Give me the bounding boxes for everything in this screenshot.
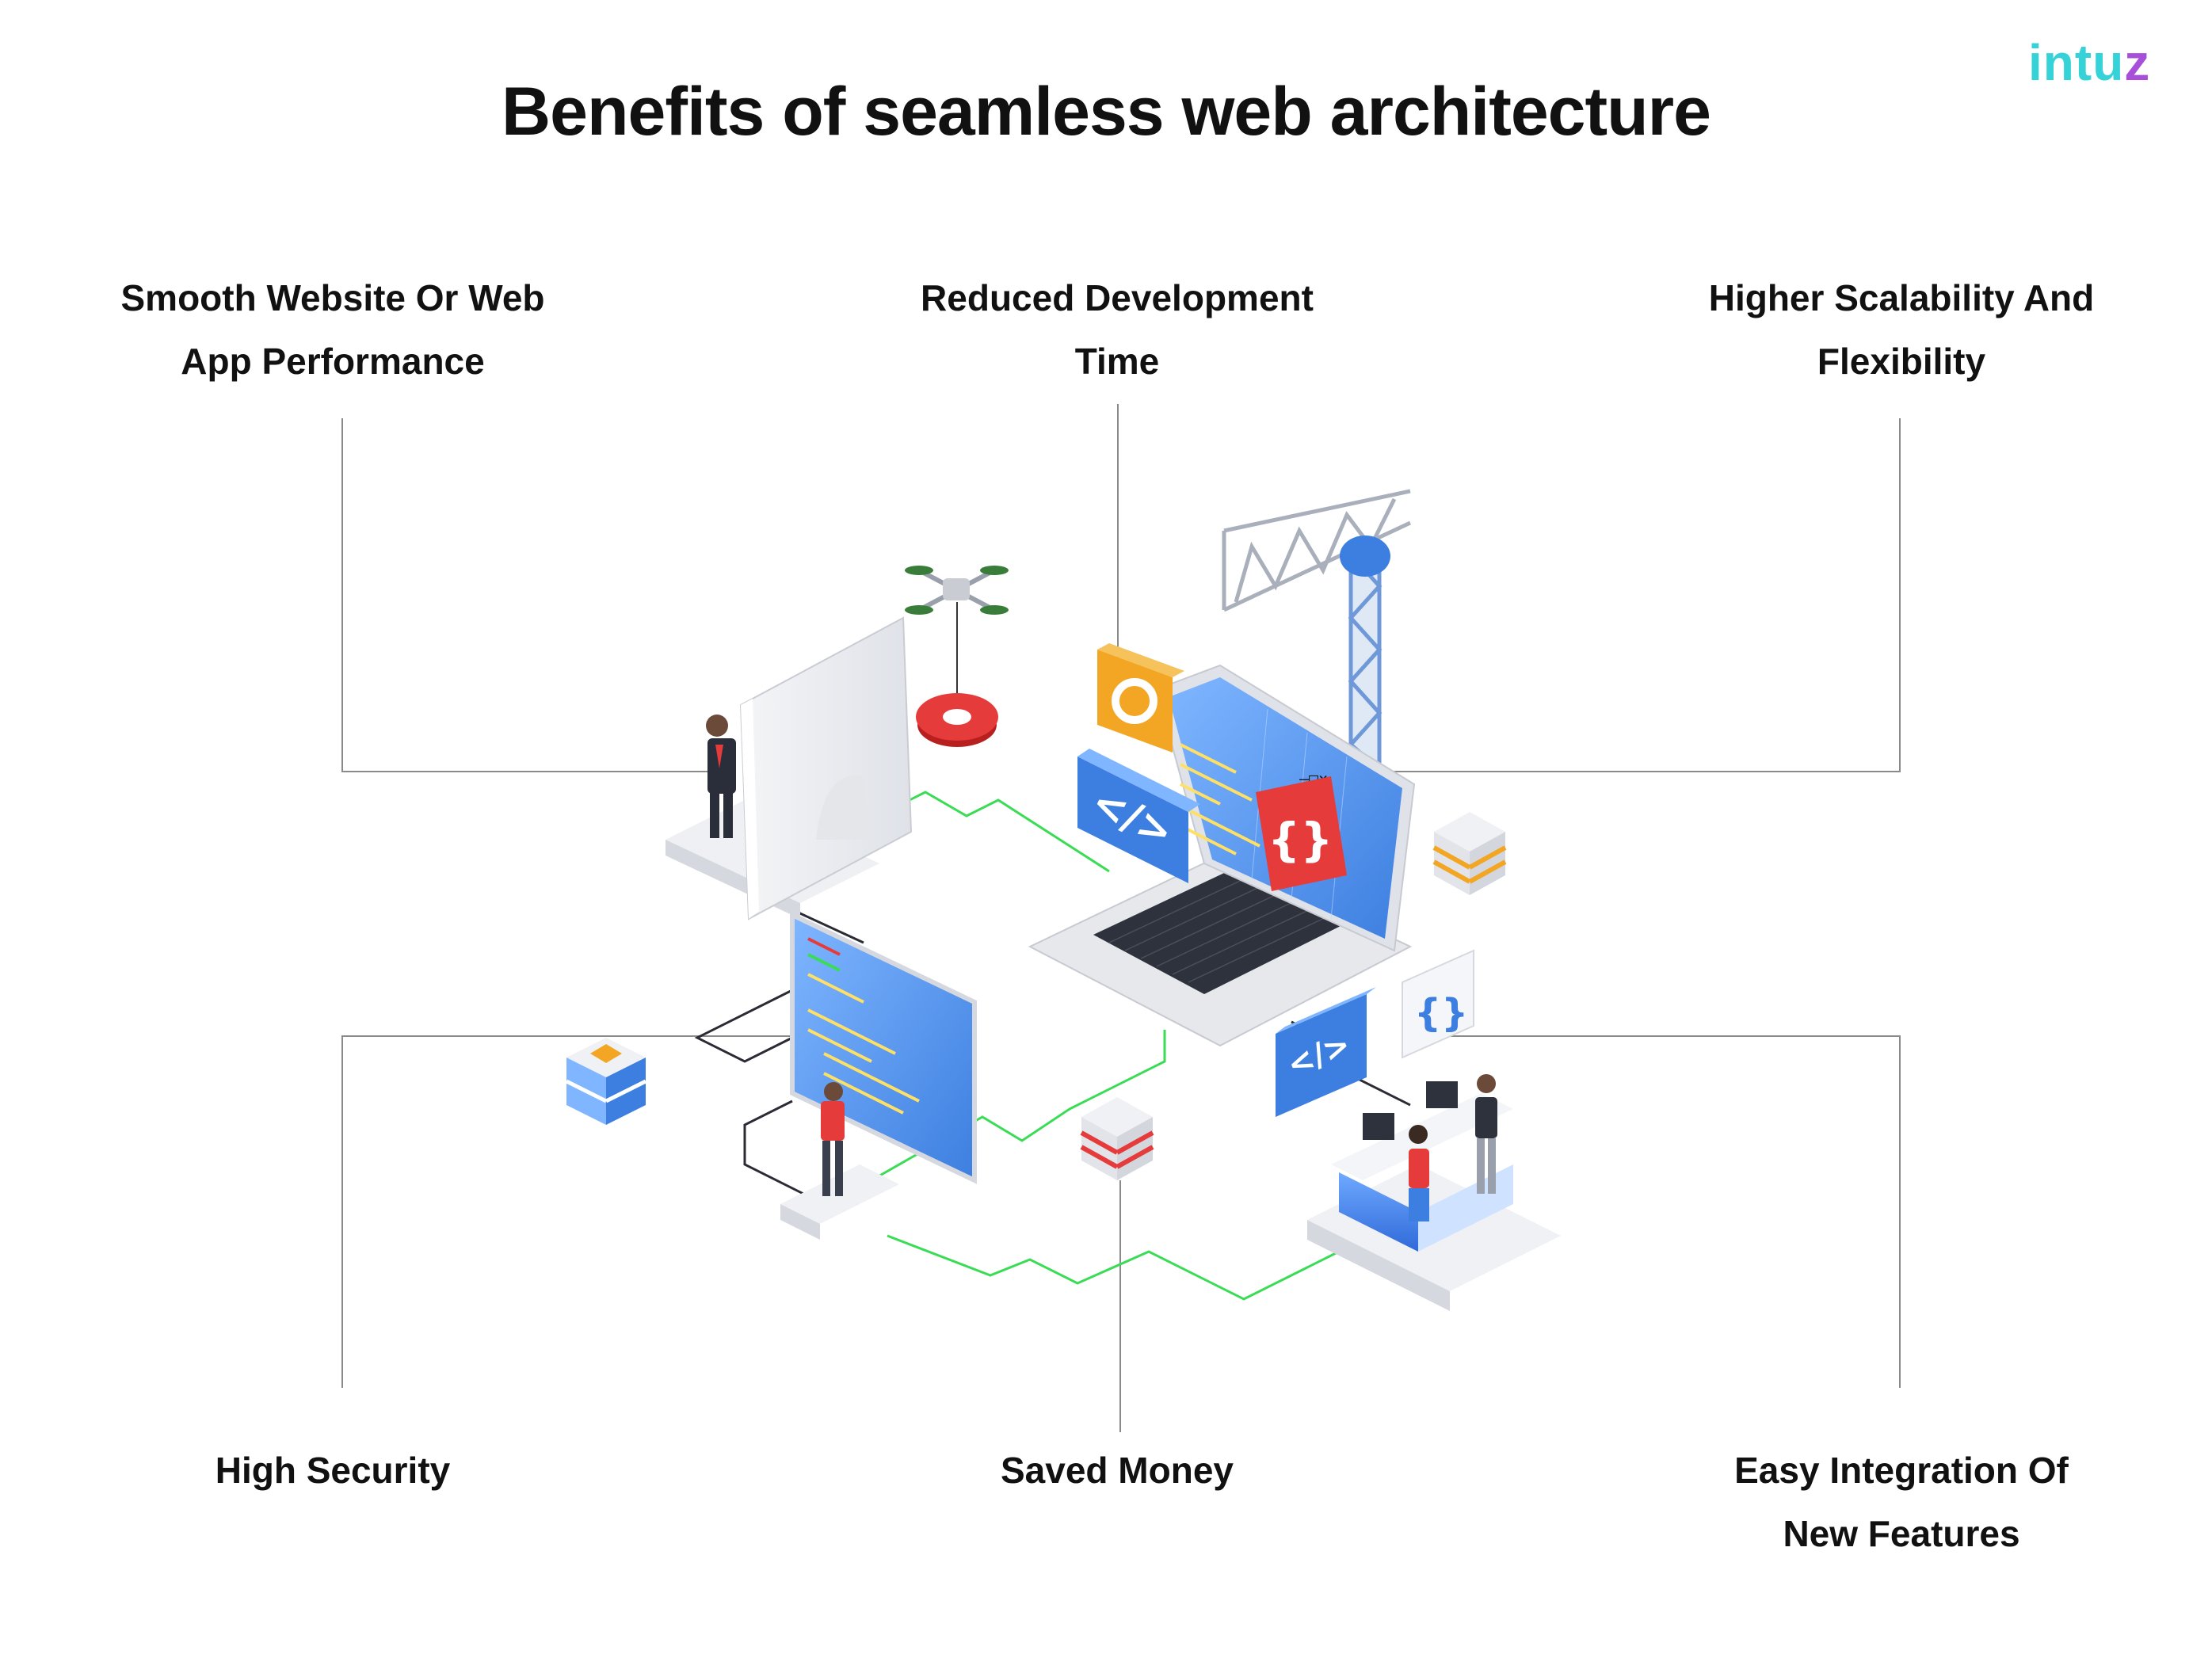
- benefit-label-integration: Easy Integration Of New Features: [1734, 1450, 2069, 1554]
- page-title: Benefits of seamless web architecture: [502, 74, 1711, 150]
- database-stack-yellow: [1432, 812, 1507, 895]
- developer-figure: [821, 1101, 845, 1141]
- benefit-label-security: High Security: [215, 1450, 451, 1491]
- businessman: [707, 738, 736, 794]
- connector-integration: [1442, 1035, 1901, 1388]
- braces-glyph-red: {}: [1268, 813, 1333, 867]
- code-tag-card-desk: </>: [1276, 987, 1376, 1117]
- benefit-label-dev-time: Reduced Development Time: [921, 277, 1314, 382]
- drone-icon: [905, 566, 1009, 697]
- code-monitor-station: [780, 911, 977, 1240]
- desk-monitor: [1363, 1113, 1394, 1140]
- crane-icon: [1222, 489, 1412, 779]
- connector-security: [341, 1035, 792, 1388]
- server-monitor-station: [666, 616, 913, 920]
- benefit-label-performance: Smooth Website Or Web App Performance: [120, 277, 545, 382]
- brand-logo-accent: z: [2124, 34, 2151, 91]
- database-stack-red: [1080, 1097, 1154, 1180]
- brand-logo: intuz: [2028, 33, 2195, 91]
- team-desk-station: [1307, 1074, 1561, 1311]
- team-member: [1409, 1149, 1429, 1188]
- benefit-label-scalability: Higher Scalability And Flexibility: [1708, 277, 2095, 382]
- braces-glyph-white: {}: [1414, 991, 1468, 1035]
- braces-card-red: {}: [1256, 776, 1347, 891]
- crane-cabin: [1340, 535, 1390, 577]
- team-member: [1475, 1097, 1497, 1138]
- settings-tag-icon: [1097, 643, 1184, 753]
- connector-performance: [341, 418, 713, 772]
- database-stack-blue: [565, 1038, 647, 1125]
- gear-icon: [916, 693, 998, 747]
- connector-scalability: [1382, 418, 1901, 772]
- brand-logo-main: intu: [2028, 34, 2125, 91]
- braces-card-white: {}: [1402, 949, 1474, 1059]
- desk-monitor: [1426, 1081, 1458, 1108]
- benefit-label-saved-money: Saved Money: [1001, 1450, 1234, 1491]
